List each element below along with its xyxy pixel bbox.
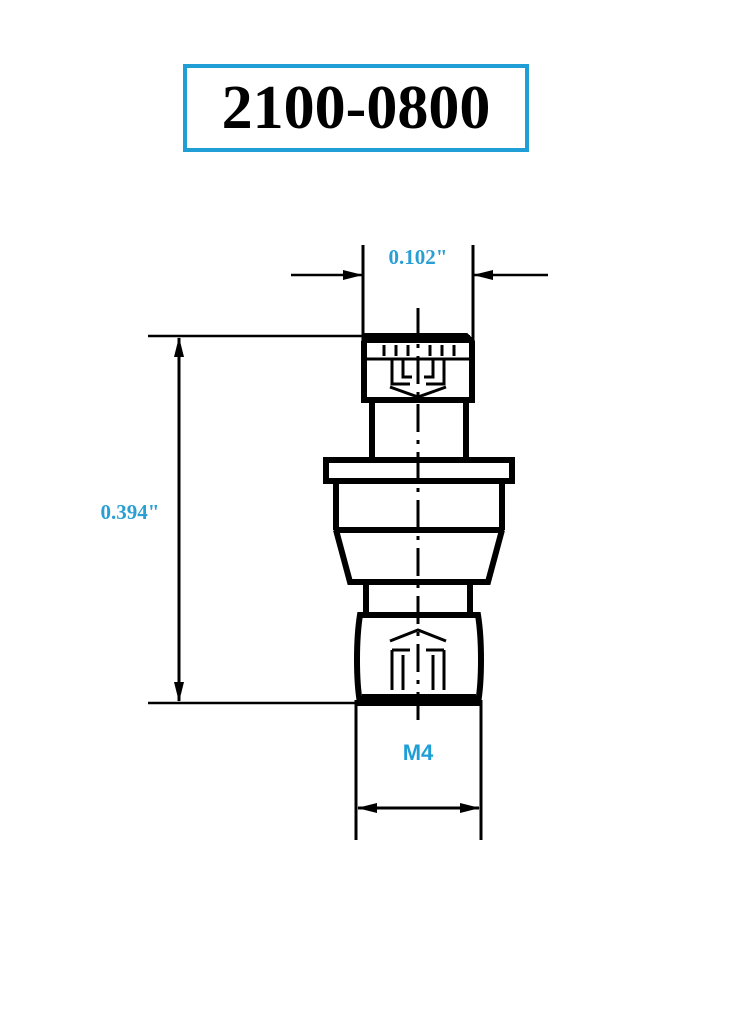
thread-size-label: M4 bbox=[403, 740, 434, 765]
thread-size-dimension: M4 bbox=[354, 700, 483, 840]
part-number-box: 2100-0800 bbox=[183, 64, 529, 152]
part-number-title: 2100-0800 bbox=[221, 74, 491, 142]
tip-width-dimension: 0.102" bbox=[291, 245, 548, 340]
tip-width-label: 0.102" bbox=[389, 245, 448, 269]
fitting-body bbox=[323, 308, 515, 725]
overall-height-label: 0.394" bbox=[101, 500, 160, 524]
overall-height-dimension: 0.394" bbox=[101, 334, 365, 705]
